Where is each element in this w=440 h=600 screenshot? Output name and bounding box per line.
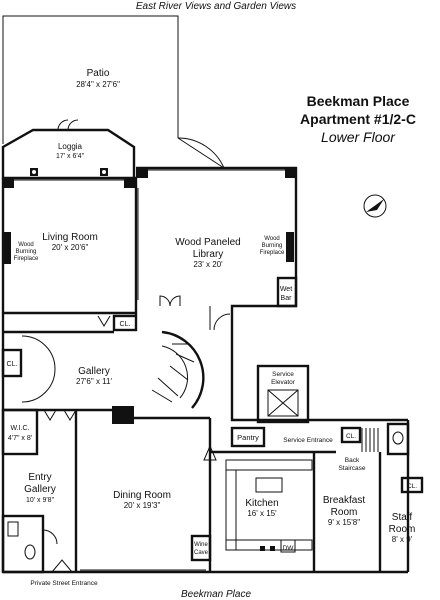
toilet-icon <box>24 544 36 560</box>
fireplace-library-3: Fireplace <box>260 250 285 256</box>
fireplace-living-3: Fireplace <box>14 256 39 262</box>
closet-3-box <box>340 426 362 444</box>
service-elevator-2: Elevator <box>271 379 296 386</box>
powder-door <box>42 529 58 545</box>
kitchen-island <box>255 477 283 493</box>
staff-dims: 8' x 9' <box>392 535 413 544</box>
back-staircase-2: Staircase <box>338 465 365 472</box>
elevator-car <box>267 389 299 417</box>
staff-name-1: Staff <box>392 512 413 523</box>
patio-outline <box>2 15 225 169</box>
dining-name: Dining Room <box>113 490 171 501</box>
top-caption: East River Views and Garden Views <box>136 1 296 12</box>
curved-staircase <box>151 330 205 409</box>
staff-toilet-icon <box>392 431 404 445</box>
wic-name: W.I.C. <box>10 425 29 432</box>
library-side-door <box>209 306 231 331</box>
library-door <box>159 295 181 307</box>
fireplace-living-2: Burning <box>16 249 37 255</box>
gallery-name: Gallery <box>78 366 110 377</box>
sink-icon <box>7 521 19 537</box>
bottom-caption: Beekman Place <box>181 589 251 600</box>
closet-2-box <box>1 348 23 378</box>
breakfast-dims: 9' x 15'8" <box>328 518 360 527</box>
wet-bar-box <box>276 276 298 308</box>
dw-label: DW <box>283 545 295 552</box>
burner-1-icon <box>260 546 265 551</box>
back-staircase-icon <box>361 428 379 452</box>
back-staircase-1: Back <box>345 457 360 464</box>
breakfast-name-1: Breakfast <box>323 495 365 506</box>
title-line1: Beekman Place <box>307 93 410 109</box>
wet-bar-2: Bar <box>281 295 293 302</box>
pantry-label: Pantry <box>237 433 259 442</box>
wic-dims: 4'7" x 8' <box>8 435 32 442</box>
staff-bath-box <box>386 422 410 456</box>
breakfast-name-2: Room <box>331 507 358 518</box>
service-elevator-1: Service <box>272 371 294 378</box>
private-entrance-door <box>51 559 73 573</box>
loggia-name: Loggia <box>58 142 83 151</box>
private-entrance-label: Private Street Entrance <box>30 580 98 587</box>
closet-2-label: CL. <box>7 361 18 368</box>
fireplace-library-2: Burning <box>262 243 283 249</box>
kitchen-counter-top <box>225 459 313 471</box>
service-entrance-label: Service Entrance <box>283 437 333 444</box>
closet-1-label: CL. <box>120 321 131 328</box>
gallery-door <box>97 315 111 327</box>
entry-dims: 10' x 9'8" <box>26 497 55 504</box>
column <box>112 406 134 424</box>
fireplace-living-1: Wood <box>18 242 34 248</box>
living-room-dims: 20' x 20'6" <box>52 243 89 252</box>
fireplace-library-1: Wood <box>264 236 280 242</box>
staff-name-2: Room <box>389 524 416 535</box>
powder-room-box <box>1 514 45 574</box>
wine-cave-box <box>190 534 212 562</box>
gallery-arch <box>21 335 56 403</box>
kitchen-name: Kitchen <box>245 498 278 509</box>
entry-name-2: Gallery <box>24 484 56 495</box>
pantry-box <box>230 426 266 448</box>
compass-icon <box>363 194 387 218</box>
dw-box <box>280 539 296 553</box>
closet-3-label: CL. <box>346 433 356 440</box>
title-line3: Lower Floor <box>321 129 396 145</box>
library-name-1: Wood Paneled <box>175 237 240 248</box>
closet-4-label: CL. <box>407 483 417 490</box>
loggia-dims: 17' x 6'4" <box>56 153 85 160</box>
burner-2-icon <box>270 546 275 551</box>
living-room-name: Living Room <box>42 232 98 243</box>
elevator-icon <box>267 389 299 417</box>
title-line2: Apartment #1/2-C <box>300 111 416 127</box>
service-elevator-box <box>256 364 310 424</box>
entry-name-1: Entry <box>28 472 51 483</box>
gallery-dims: 27'6" x 11' <box>76 377 112 386</box>
dining-dims: 20' x 19'3" <box>124 501 161 510</box>
kitchen-counter-left <box>225 469 237 551</box>
library-name-2: Library <box>193 249 224 260</box>
wine-cave-1: Wine <box>194 542 208 548</box>
closet-4-box <box>400 476 424 494</box>
patio-dims: 28'4" x 27'6" <box>76 80 120 89</box>
kitchen-dims: 16' x 15' <box>247 509 277 518</box>
wine-cave-2: Cave <box>194 550 209 556</box>
library-dims: 23' x 20' <box>193 260 223 269</box>
wic-doors <box>43 409 77 421</box>
fireplace-library-icon <box>286 232 294 262</box>
fireplace-living-icon <box>3 232 11 264</box>
closet-1-box <box>112 314 138 332</box>
kitchen-counter-bottom <box>225 539 313 551</box>
wet-bar-1: Wet <box>280 286 292 293</box>
patio-name: Patio <box>87 68 110 79</box>
wic-box <box>1 408 39 456</box>
